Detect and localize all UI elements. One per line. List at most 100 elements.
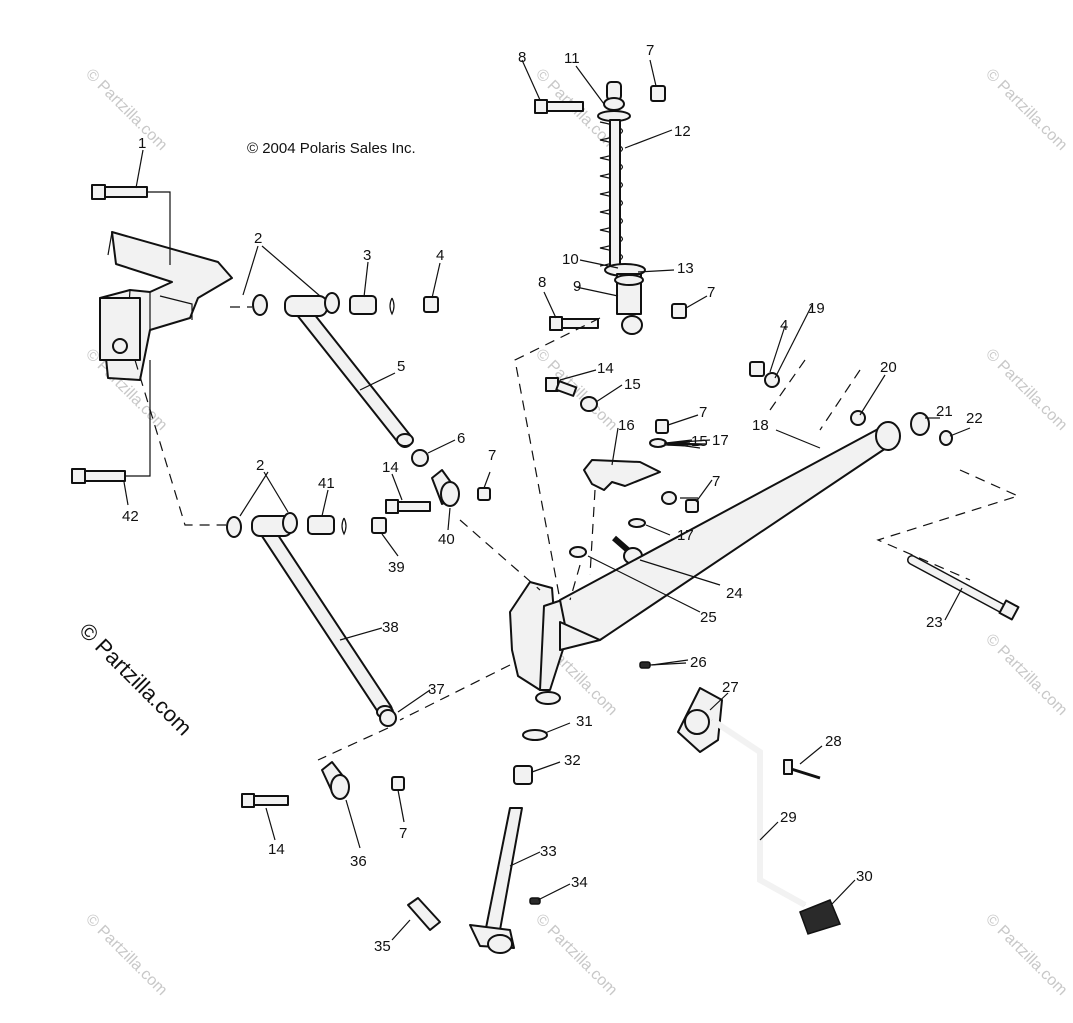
callout-17-lower: 17 xyxy=(677,527,694,544)
part-1-bolt xyxy=(91,184,171,265)
part-2-bushing-lower-left xyxy=(226,516,242,538)
callout-15-top: 15 xyxy=(624,376,641,393)
callout-34: 34 xyxy=(571,874,588,891)
part-35-sleeve xyxy=(407,897,441,931)
callout-11: 11 xyxy=(564,50,580,67)
part-7-nut-bracket xyxy=(655,419,669,434)
part-23-axle-bolt xyxy=(907,555,1020,621)
callout-28: 28 xyxy=(825,733,842,750)
part-32-bushing xyxy=(513,765,533,785)
part-5-upper-a-arm xyxy=(284,295,414,448)
part-14-bolt-mid-shank xyxy=(397,501,431,512)
part-14-bolt-lower-shank xyxy=(253,795,289,806)
side-watermark: © Partzilla.com xyxy=(74,618,197,741)
watermark-1: © Partzilla.com xyxy=(82,66,170,154)
callout-7-shock-bottom: 7 xyxy=(707,284,715,301)
callout-37: 37 xyxy=(428,681,445,698)
callout-22: 22 xyxy=(966,410,983,427)
callout-21: 21 xyxy=(936,403,953,420)
callout-14-top: 14 xyxy=(597,360,614,377)
callout-29: 29 xyxy=(780,809,797,826)
callout-7-mid-right: 7 xyxy=(712,473,720,490)
part-21-bushing xyxy=(910,412,930,436)
part-6-ball-joint xyxy=(411,449,429,467)
callout-6: 6 xyxy=(457,430,465,447)
part-33-steering-post xyxy=(469,807,523,954)
callout-42: 42 xyxy=(122,508,139,525)
callout-32: 32 xyxy=(564,752,581,769)
callout-18: 18 xyxy=(752,417,769,434)
callout-12: 12 xyxy=(674,123,691,140)
callout-19: 19 xyxy=(808,300,825,317)
part-11-bushing xyxy=(603,97,625,111)
part-12-spring-body xyxy=(609,119,621,271)
part-15-washer-top xyxy=(580,396,598,412)
callout-16: 16 xyxy=(618,417,635,434)
callout-17-upper: 17 xyxy=(712,432,729,449)
part-28-pin xyxy=(783,759,821,780)
part-17-washer-lower xyxy=(628,518,646,528)
frame-bracket xyxy=(99,231,233,381)
part-4-nut-right xyxy=(749,361,765,377)
part-7-nut-shock-bottom xyxy=(671,303,687,319)
shock-absorber-assembly xyxy=(597,81,646,335)
callout-2-upper: 2 xyxy=(254,230,262,247)
watermark-11: © Partzilla.com xyxy=(982,911,1070,999)
watermark-8: © Partzilla.com xyxy=(982,631,1070,719)
callout-38: 38 xyxy=(382,619,399,636)
part-14-bolt-top-shank xyxy=(555,380,578,397)
part-14-bolt-lower xyxy=(241,793,255,808)
part-8-bolt-lower-shank xyxy=(561,318,599,329)
callout-5: 5 xyxy=(397,358,405,375)
part-39-nut xyxy=(371,517,387,534)
callout-2-lower: 2 xyxy=(256,457,264,474)
callout-8-upper: 8 xyxy=(518,49,526,66)
callout-39: 39 xyxy=(388,559,405,576)
part-37-ball-joint xyxy=(379,709,397,727)
callout-7-mid: 7 xyxy=(488,447,496,464)
part-8-bolt-upper-shank xyxy=(546,101,584,112)
callout-25: 25 xyxy=(700,609,717,626)
copyright: © 2004 Polaris Sales Inc. xyxy=(247,140,416,157)
callout-7-shock-top: 7 xyxy=(646,42,654,59)
part-20-washer xyxy=(850,410,866,426)
callout-14-mid: 14 xyxy=(382,459,399,476)
part-7-nut-lower xyxy=(391,776,405,791)
callout-33: 33 xyxy=(540,843,557,860)
part-27-bearing-flange xyxy=(677,687,723,753)
part-34-grease-fitting xyxy=(529,897,541,905)
part-3-sleeve xyxy=(349,295,377,315)
part-15-washer-mid xyxy=(661,491,677,505)
part-2-bushing-lower-right xyxy=(282,512,298,534)
part-36-tie-rod-end xyxy=(321,761,350,800)
callout-41: 41 xyxy=(318,475,335,492)
part-17-washer-upper xyxy=(649,438,667,448)
callout-1: 1 xyxy=(138,135,146,152)
part-4-nut-upper xyxy=(423,296,439,313)
part-26-grease-fitting xyxy=(639,661,651,669)
watermark-3: © Partzilla.com xyxy=(982,66,1070,154)
part-38-lower-a-arm xyxy=(251,515,394,719)
part-18-trailing-arm xyxy=(559,421,901,651)
watermark-10: © Partzilla.com xyxy=(532,911,620,999)
watermark-9: © Partzilla.com xyxy=(82,911,170,999)
callout-36: 36 xyxy=(350,853,367,870)
callout-7-lower: 7 xyxy=(399,825,407,842)
callout-24: 24 xyxy=(726,585,743,602)
part-2-bushing-upper-left xyxy=(252,294,268,316)
part-8-bolt-upper xyxy=(534,99,548,114)
watermark-6: © Partzilla.com xyxy=(982,346,1070,434)
part-22-ring xyxy=(939,430,953,446)
part-7-nut-mid xyxy=(477,487,491,501)
callout-40: 40 xyxy=(438,531,455,548)
callout-26: 26 xyxy=(690,654,707,671)
callout-14-lower: 14 xyxy=(268,841,285,858)
part-41-sleeve xyxy=(307,515,335,535)
callout-13: 13 xyxy=(677,260,694,277)
part-25-bushing xyxy=(569,546,587,558)
callout-4-left: 4 xyxy=(436,247,444,264)
part-16-bracket xyxy=(583,459,661,491)
callout-10: 10 xyxy=(562,251,579,268)
callout-3: 3 xyxy=(363,247,371,264)
